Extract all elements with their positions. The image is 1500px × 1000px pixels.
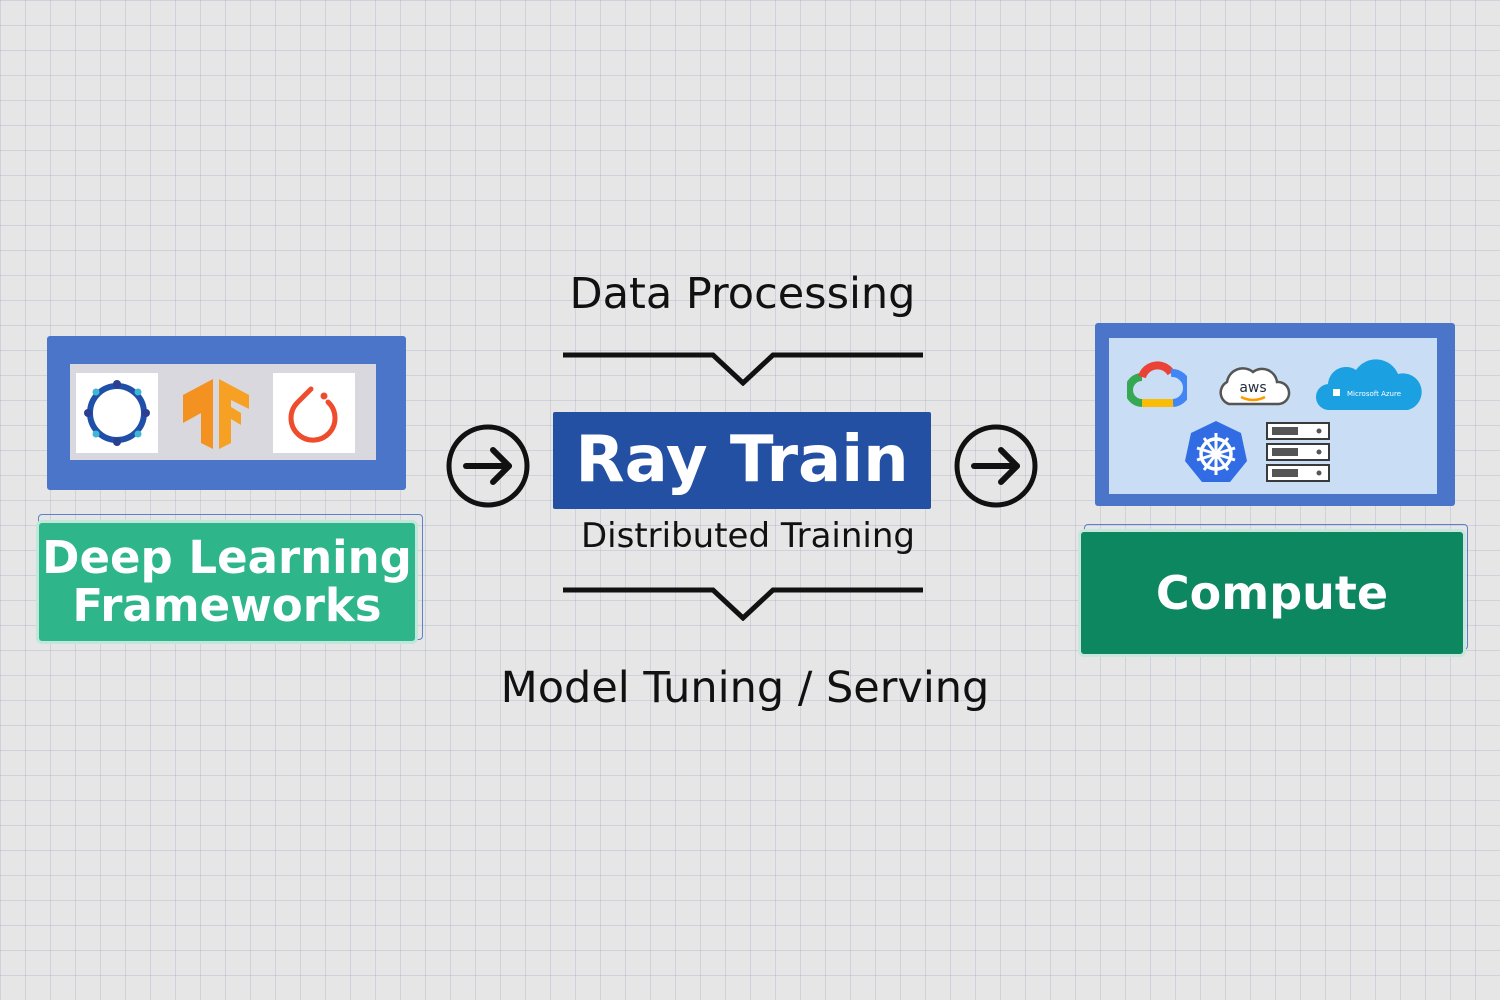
- model-tuning-serving-label: Model Tuning / Serving: [500, 663, 990, 713]
- frameworks-label: Deep Learning Frameworks: [36, 520, 418, 644]
- compute-label: Compute: [1078, 529, 1466, 657]
- chevron-down-icon: [561, 585, 925, 622]
- aws-icon: aws: [1213, 360, 1293, 416]
- frameworks-label-line2: Frameworks: [72, 579, 382, 632]
- arrow-right-icon: [446, 424, 530, 508]
- data-processing-label: Data Processing: [569, 269, 916, 319]
- server-rack-icon: [1265, 421, 1333, 489]
- ray-train-title: Ray Train: [553, 412, 931, 509]
- tensorflow-logo-icon: [175, 373, 257, 453]
- arrow-right-icon: [954, 424, 1038, 508]
- google-cloud-icon: [1125, 361, 1192, 415]
- frameworks-label-line1: Deep Learning: [42, 531, 412, 584]
- pytorch-logo-icon: [273, 373, 355, 453]
- microsoft-azure-icon: Microsoft Azure: [1315, 354, 1422, 418]
- kubernetes-icon: [1183, 419, 1249, 489]
- aws-text: aws: [1239, 380, 1266, 396]
- horovod-logo-icon: [76, 373, 158, 453]
- chevron-down-icon: [561, 350, 925, 387]
- azure-text: Microsoft Azure: [1347, 390, 1401, 398]
- distributed-training-subtitle: Distributed Training: [580, 516, 916, 556]
